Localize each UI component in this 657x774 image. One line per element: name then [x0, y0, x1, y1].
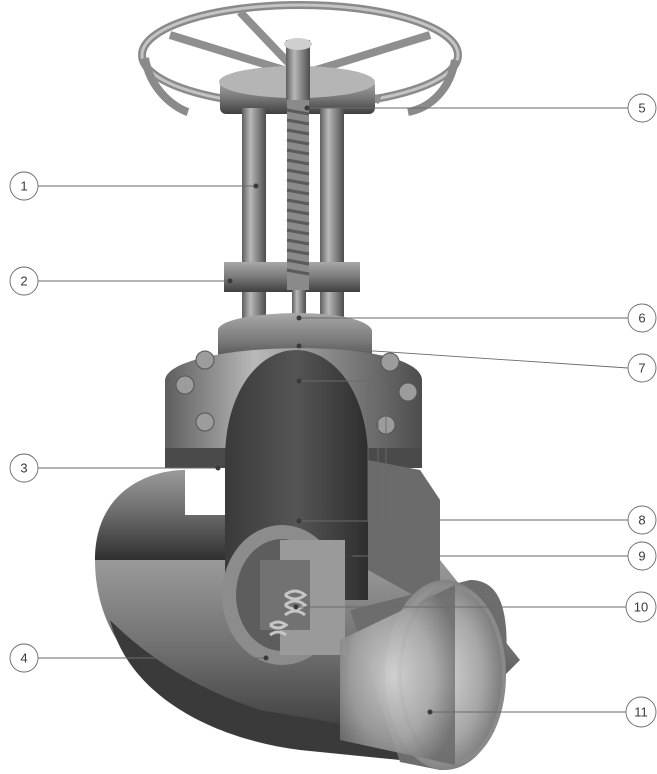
callout-11-label: 11: [634, 705, 648, 720]
callout-6: 6: [296, 303, 657, 333]
outlet-pipe: [340, 580, 507, 770]
gate-disc: [222, 525, 345, 665]
callout-1-label: 1: [20, 179, 27, 194]
callout-11: 11: [427, 696, 657, 728]
callout-6-label: 6: [638, 311, 645, 326]
callout-10-label: 10: [634, 600, 648, 615]
callout-8: 8: [296, 378, 657, 535]
callout-4: 4: [9, 643, 269, 673]
callout-2-label: 2: [20, 274, 27, 289]
handwheel: [138, 1, 462, 116]
callout-3: 3: [9, 453, 221, 483]
callout-7-label: 7: [638, 361, 645, 376]
callout-8-label: 8: [638, 513, 645, 528]
callout-3-label: 3: [20, 461, 27, 476]
callout-7: 7: [296, 343, 657, 383]
callout-10: 10: [293, 591, 657, 623]
callout-4-label: 4: [20, 651, 27, 666]
callout-9: 9: [347, 541, 657, 571]
callout-5-label: 5: [638, 101, 645, 116]
callout-5: 5: [304, 93, 657, 123]
callouts: 1 2 3 4 5: [9, 93, 657, 728]
callout-9-label: 9: [638, 549, 645, 564]
callout-2: 2: [9, 266, 233, 296]
callout-1: 1: [9, 171, 259, 201]
